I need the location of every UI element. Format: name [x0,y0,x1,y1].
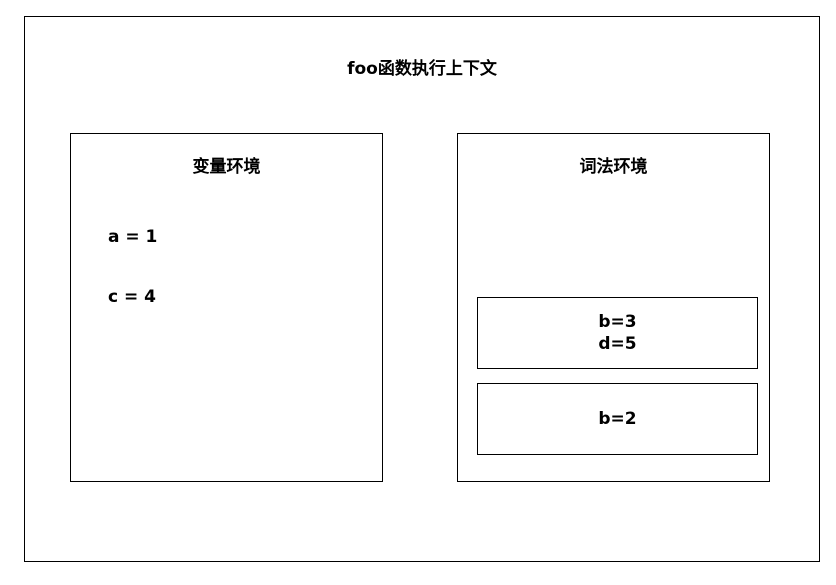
variable-environment-title: 变量环境 [192,157,261,177]
variable-entry-a: a = 1 [108,227,158,247]
lexical-entry-b3: b=3 [598,312,637,332]
lexical-block-outer: b=2 [477,383,758,455]
variable-environment-box: 变量环境 a = 1 c = 4 [70,133,383,482]
lexical-block-inner: b=3 d=5 [477,297,758,369]
lexical-environment-title: 词法环境 [579,157,648,177]
lexical-entry-d5: d=5 [598,334,637,354]
variable-entry-c: c = 4 [108,287,156,307]
execution-context-title: foo函数执行上下文 [347,59,497,79]
lexical-entry-b2: b=2 [598,409,637,429]
